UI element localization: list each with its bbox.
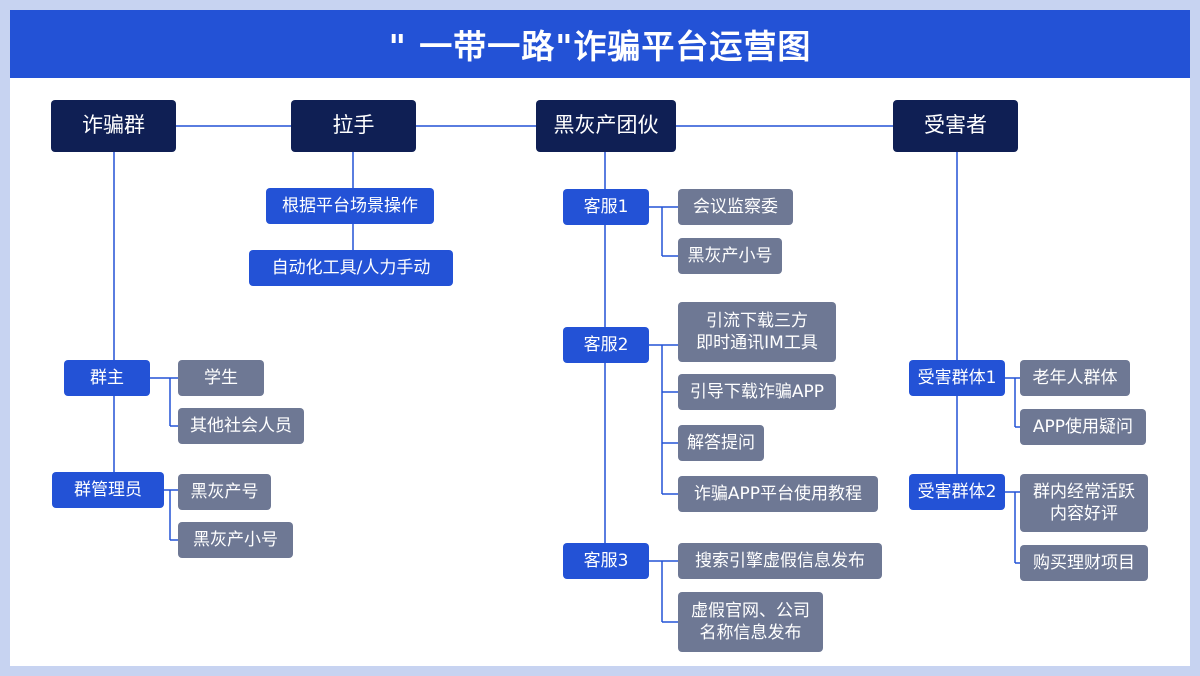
node-cs3: 客服3 <box>563 543 649 579</box>
leaf-search-engine: 搜索引擎虚假信息发布 <box>678 543 882 579</box>
leaf-active-reviews: 群内经常活跃 内容好评 <box>1020 474 1148 532</box>
leaf-answer-questions: 解答提问 <box>678 425 764 461</box>
leaf-app-questions: APP使用疑问 <box>1020 409 1146 445</box>
node-recruiter: 拉手 <box>291 100 416 152</box>
page-title: " 一带一路"诈骗平台运营图 <box>10 10 1190 78</box>
node-group-owner: 群主 <box>64 360 150 396</box>
node-cs1: 客服1 <box>563 189 649 225</box>
node-cs2: 客服2 <box>563 327 649 363</box>
leaf-fake-website: 虚假官网、公司 名称信息发布 <box>678 592 823 652</box>
node-scam-group: 诈骗群 <box>51 100 176 152</box>
leaf-download-app: 引导下载诈骗APP <box>678 374 836 410</box>
leaf-app-tutorial: 诈骗APP平台使用教程 <box>678 476 878 512</box>
node-group-admin: 群管理员 <box>52 472 164 508</box>
node-victims: 受害者 <box>893 100 1018 152</box>
item-platform-scenario: 根据平台场景操作 <box>266 188 434 224</box>
node-victim-group1: 受害群体1 <box>909 360 1005 396</box>
item-automation-manual: 自动化工具/人力手动 <box>249 250 453 286</box>
leaf-meeting-committee: 会议监察委 <box>678 189 793 225</box>
leaf-buy-finance: 购买理财项目 <box>1020 545 1148 581</box>
leaf-other-social: 其他社会人员 <box>178 408 304 444</box>
leaf-elderly: 老年人群体 <box>1020 360 1130 396</box>
leaf-gray-account: 黑灰产号 <box>178 474 271 510</box>
leaf-student: 学生 <box>178 360 264 396</box>
leaf-gray-alt-account: 黑灰产小号 <box>178 522 293 558</box>
leaf-gray-alt-account-2: 黑灰产小号 <box>678 238 782 274</box>
node-victim-group2: 受害群体2 <box>909 474 1005 510</box>
leaf-im-tool: 引流下载三方 即时通讯IM工具 <box>678 302 836 362</box>
node-gang: 黑灰产团伙 <box>536 100 676 152</box>
